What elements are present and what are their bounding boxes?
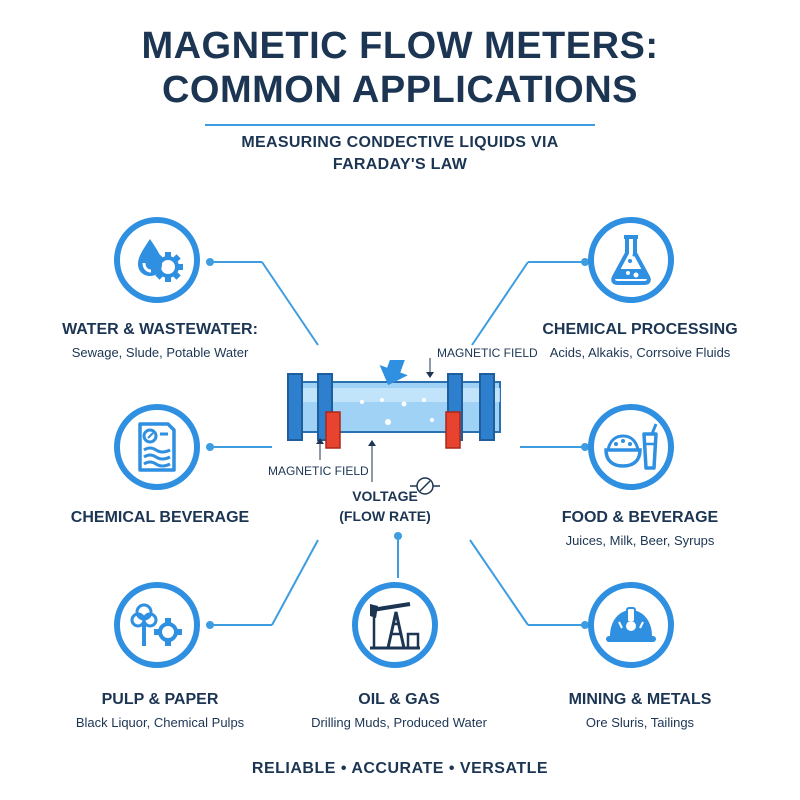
flow-meter-illustration — [287, 360, 501, 449]
footer-tagline: RELIABLE • ACCURATE • VERSATLE — [251, 760, 549, 777]
application-heading: CHEMICAL PROCESSING — [542, 321, 738, 338]
right-magnet — [445, 411, 461, 449]
application-heading: PULP & PAPER — [101, 691, 219, 708]
application-pulp-paper: PULP & PAPER Black Liquor, Chemical Pulp… — [40, 690, 280, 732]
application-chemical-beverage: CHEMICAL BEVERAGE — [40, 508, 280, 528]
application-heading: OIL & GAS — [358, 691, 440, 708]
application-detail: Sewage, Slude, Potable Water — [71, 345, 249, 360]
application-heading: WATER & WASTEWATER: — [62, 321, 258, 338]
flow-arrow-icon — [379, 360, 408, 386]
title-line-1: MAGNETIC FLOW METERS: — [141, 25, 659, 67]
application-detail: Acids, Alkakis, Corrsoive Fluids — [549, 345, 731, 360]
magnetic-field-label-bottom: MAGNETIC FIELD — [268, 464, 369, 478]
application-detail: Black Liquor, Chemical Pulps — [75, 715, 245, 730]
left-magnet — [325, 411, 341, 449]
left-outer-flange — [287, 373, 303, 441]
application-oil-gas: OIL & GAS Drilling Muds, Produced Water — [279, 690, 519, 732]
application-chemical-processing: CHEMICAL PROCESSING Acids, Alkakis, Corr… — [520, 320, 760, 362]
voltage-label: VOLTAGE (FLOW RATE) — [330, 486, 440, 526]
title-line-2: COMMON APPLICATIONS — [161, 69, 639, 111]
right-outer-flange — [479, 373, 495, 441]
flask-icon — [588, 217, 674, 303]
application-detail: Drilling Muds, Produced Water — [311, 715, 487, 730]
voltage-line-1: VOLTAGE — [352, 488, 418, 504]
oil-pump-icon — [352, 582, 438, 668]
application-heading: CHEMICAL BEVERAGE — [70, 509, 250, 526]
application-water-wastewater: WATER & WASTEWATER: Sewage, Slude, Potab… — [40, 320, 280, 362]
page-title: MAGNETIC FLOW METERS: COMMON APPLICATION… — [0, 24, 800, 112]
magnetic-field-label-top: MAGNETIC FIELD — [437, 346, 538, 360]
voltage-line-2: (FLOW RATE) — [339, 508, 431, 524]
application-food-beverage: FOOD & BEVERAGE Juices, Milk, Beer, Syru… — [520, 508, 760, 550]
title-divider — [205, 124, 595, 126]
food-bowl-drink-icon — [588, 404, 674, 490]
tree-gear-icon — [114, 582, 200, 668]
document-chart-icon — [114, 404, 200, 490]
application-detail: Juices, Milk, Beer, Syrups — [565, 533, 715, 548]
hard-hat-icon — [588, 582, 674, 668]
subtitle-line-2: FARADAY'S LAW — [332, 156, 468, 173]
voltmeter-icon — [410, 477, 440, 495]
subtitle: MEASURING CONDECTIVE LIQUIDS VIA FARADAY… — [0, 132, 800, 176]
application-heading: FOOD & BEVERAGE — [561, 509, 719, 526]
subtitle-line-1: MEASURING CONDECTIVE LIQUIDS VIA — [241, 134, 559, 151]
application-detail: Ore Sluris, Tailings — [585, 715, 695, 730]
application-mining-metals: MINING & METALS Ore Sluris, Tailings — [520, 690, 760, 732]
application-heading: MINING & METALS — [568, 691, 712, 708]
water-drop-gear-icon — [114, 217, 200, 303]
